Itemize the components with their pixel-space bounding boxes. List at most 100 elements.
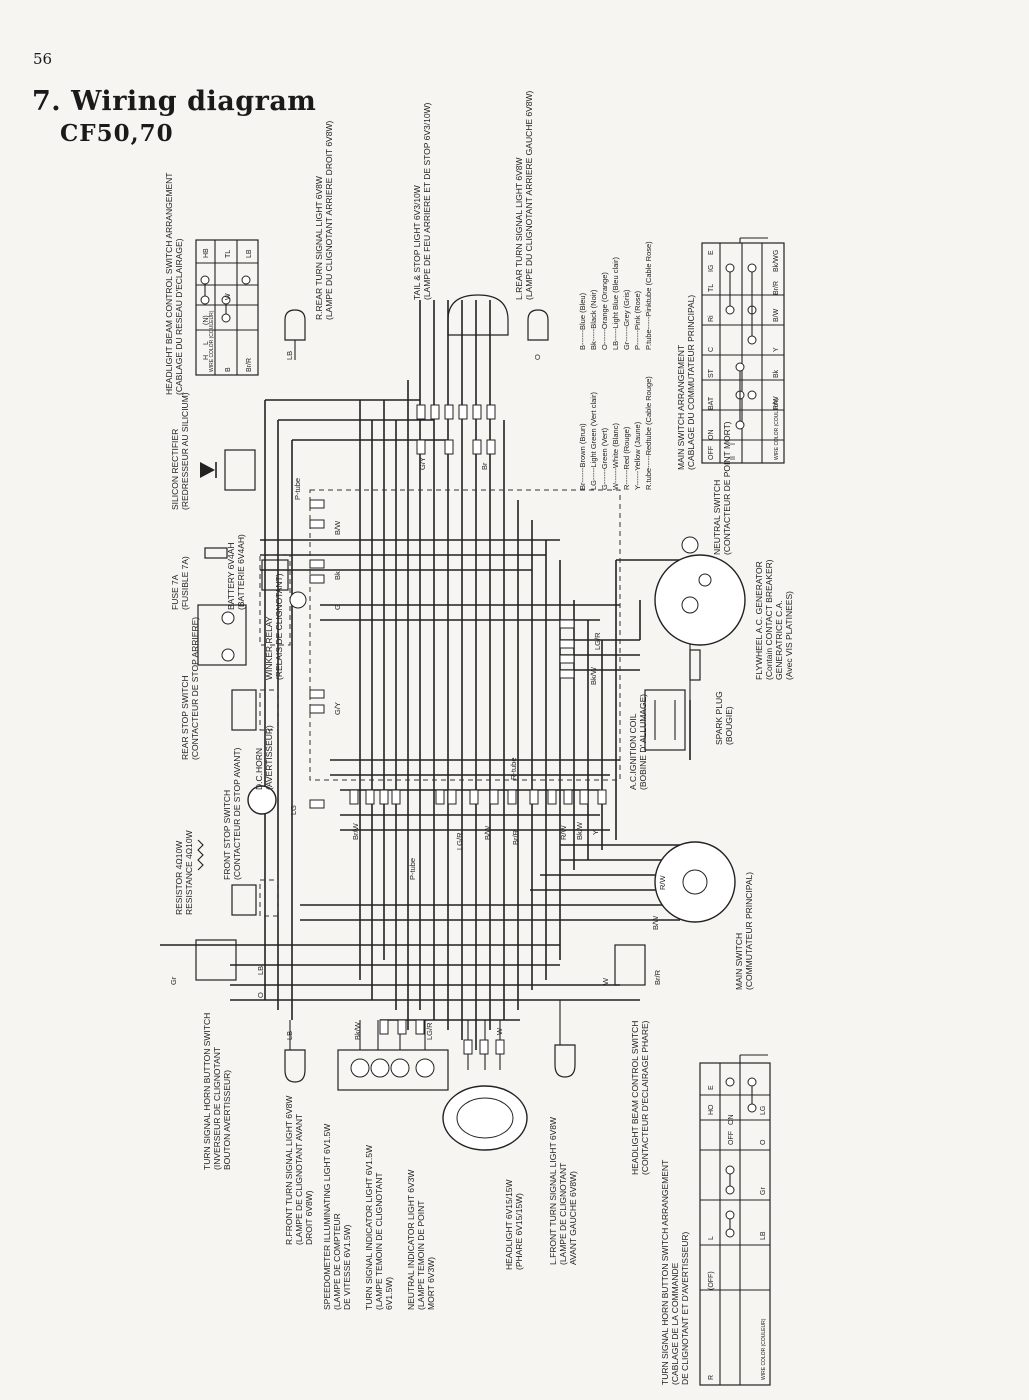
main-wire-1: Bk [773, 369, 780, 378]
label-tail-stop: TAIL & STOP LIGHT 6V3/10W (LAMPE DE FEU … [412, 102, 432, 300]
battery-line-1: BATTERY 6V4AH [226, 542, 236, 610]
label-neutral-indicator: NEUTRAL INDICATOR LIGHT 6V3W (LAMPE TEMO… [406, 1170, 436, 1310]
label-main-switch-arrangement: MAIN SWITCH ARRANGEMENT (CABLAGE DU COMM… [676, 295, 696, 470]
wire-harness [160, 300, 700, 1070]
main-arr-line-1: MAIN SWITCH ARRANGEMENT [676, 345, 686, 470]
flywheel-line-1: FLYWHEEL A.C. GENERATOR [754, 561, 764, 680]
flywheel-line-3: GENERATRICE C.A. [774, 600, 784, 680]
wire-tag: P-tube [293, 478, 302, 500]
wire-tag: R-tube [509, 757, 518, 780]
wire-tag: Bk/W [575, 821, 584, 840]
legend-left-1: LG-----Light Green (Vert clair) [589, 392, 598, 490]
label-silicon-rectifier: SILICON RECTIFIER (REDRESSEUR AU SILICIU… [170, 392, 190, 510]
legend-left-4: R------Red (Rouge) [622, 426, 631, 490]
wire-tag: LB [256, 966, 265, 975]
relay-line-2: (RELAIS DE CLIGNOTANT) [274, 573, 284, 680]
turn-ind-line-1: TURN SIGNAL INDICATOR LIGHT 6V1.5W [364, 1145, 374, 1310]
wire-tag: LG [289, 805, 298, 815]
wire-tag: B/W [483, 825, 492, 840]
main-row-1: I [730, 443, 737, 445]
beam-table-labels: HB TL LB H (N) L B Br/R W WIRE COLOR (CO… [203, 248, 253, 372]
spark-line-1: SPARK PLUG [714, 691, 724, 745]
rectifier-line-2: (REDRESSEUR AU SILICIUM) [180, 392, 190, 510]
main-wire-2: Y [773, 347, 780, 352]
horn-arr-line-3: DE CLIGNOTANT ET D'AVERTISSEUR) [680, 1231, 690, 1385]
component-symbols [195, 294, 746, 1151]
main-switch-line-2: (COMMUTATEUR PRINCIPAL) [744, 872, 754, 990]
page-number: 56 [33, 50, 53, 68]
main-wire-0: R/W [773, 396, 780, 410]
main-col-4: TL [708, 284, 715, 292]
legend-left-3: W------White (Blanc) [611, 423, 620, 490]
horn-row-0: OFF [728, 1131, 735, 1145]
tail-stop-line-1: TAIL & STOP LIGHT 6V3/10W [412, 185, 422, 300]
beam-row-0: H [203, 355, 210, 360]
horn-table-labels: R (OFF) L HO E OFF ON WIRE COLOR (COULEU… [708, 1085, 767, 1380]
wire-tag: Br/R [653, 969, 662, 985]
battery-line-2: (BATTERIE 6V4AH) [236, 534, 246, 610]
legend-right-5: P------Pink (Rose) [633, 290, 642, 350]
speedo-line-3: DE VITESSE 6V1.5W) [342, 1224, 352, 1310]
beam-wire-label: WIRE COLOR (COULEUR) [209, 310, 215, 372]
wire-tag: Bk/W [589, 666, 598, 685]
coil-line-1: A.C.IGNITION COIL [628, 713, 638, 790]
horn-line-1: D.C.HORN [254, 748, 264, 790]
beam-wire-2: W [225, 293, 232, 300]
flywheel-line-2: (Contain CONTACT BREAKER) [764, 559, 774, 680]
wire-color-tags: LB G/Y Br O P-tube B/W Bk G G/Y LG Br/W … [169, 351, 667, 1040]
legend-right-6: P.tube-----Pinktube (Cable Rose) [644, 241, 653, 350]
horn-col-4: E [708, 1085, 715, 1090]
main-row-0: OFF [708, 446, 715, 460]
wire-tag: Br/R [511, 829, 520, 845]
headlight-line-1: HEADLIGHT 6V15/15W [504, 1179, 514, 1270]
label-main-switch: MAIN SWITCH (COMMUTATEUR PRINCIPAL) [734, 872, 754, 990]
turn-ind-line-2: (LAMPE TEMOIN DE CLIGNOTANT [374, 1172, 384, 1310]
beam-wire-1: Br/R [246, 358, 253, 372]
main-wire-3: B/W [773, 308, 780, 322]
label-front-stop-switch: FRONT STOP SWITCH (CONTACTEUR DE STOP AV… [222, 747, 242, 880]
tail-stop-line-2: (LAMPE DE FEU ARRIERE ET DE STOP 6V3/10W… [422, 102, 432, 300]
headlight-line-2: (PHARE 6V15/15W) [514, 1193, 524, 1270]
horn-wire-1: Gr [760, 1187, 767, 1195]
label-turn-indicator: TURN SIGNAL INDICATOR LIGHT 6V1.5W (LAMP… [364, 1145, 394, 1310]
page-title: 7. Wiring diagram [32, 86, 317, 117]
label-beam-switch: HEADLIGHT BEAM CONTROL SWITCH (CONTACTEU… [630, 1020, 650, 1175]
label-fuse: FUSE 7A (FUSIBLE 7A) [170, 556, 190, 610]
front-turn-r-line-1: R.FRONT TURN SIGNAL LIGHT 6V8W [284, 1096, 294, 1245]
label-rear-turn-l: L.REAR TURN SIGNAL LIGHT 6V8W (LAMPE DU … [514, 90, 534, 300]
wire-tag: Bk/W [353, 1021, 362, 1040]
wire-tag: LB [285, 1031, 294, 1040]
main-table-labels: OFF I II ON BAT ST C Ri TL IG E WIRE COL… [708, 250, 780, 460]
wire-tag: LB [285, 351, 294, 360]
color-legend-right: B------Blue (Bleu) Bk-----Black (Noir) O… [578, 241, 653, 350]
label-flywheel: FLYWHEEL A.C. GENERATOR (Contain CONTACT… [754, 559, 794, 680]
horn-wire-2: O [760, 1139, 767, 1145]
label-ignition-coil: A.C.IGNITION COIL (BOBINE D' ALLUMAGE) [628, 694, 648, 790]
main-row-2: II [730, 456, 737, 460]
label-speedometer-light: SPEEDOMETER ILLUMINATING LIGHT 6V1.5W (L… [322, 1124, 352, 1310]
label-headlight-beam-arrangement: HEADLIGHT BEAM CONTROL SWITCH ARRANGEMEN… [164, 173, 184, 395]
label-headlight: HEADLIGHT 6V15/15W (PHARE 6V15/15W) [504, 1179, 524, 1270]
horn-col-1: (OFF) [708, 1271, 715, 1290]
label-rear-stop-switch: REAR STOP SWITCH (CONTACTEUR DE STOP ARR… [180, 617, 200, 760]
front-turn-r-line-2: (LAMPE DE CLIGNOTANT AVANT [294, 1114, 304, 1245]
wire-tag: Br/W [351, 822, 360, 840]
resistor-line-2: RESISTANCE 4Ω10W [184, 830, 194, 915]
wire-tag: P-tube [408, 858, 417, 880]
wire-tag: B/W [651, 915, 660, 930]
label-horn-arrangement: TURN SIGNAL HORN BUTTON SWITCH ARRANGEME… [660, 1160, 690, 1385]
front-stop-line-2: (CONTACTEUR DE STOP AVANT) [232, 747, 242, 880]
neutral-ind-line-3: MORT 6V3W) [426, 1257, 436, 1310]
main-col-1: ST [708, 368, 715, 378]
horn-col-0: R [708, 1375, 715, 1380]
label-horn-button: TURN SIGNAL HORN BUTTON SWITCH (INVERSEU… [202, 1013, 232, 1170]
front-turn-r-line-3: DROIT 6V8W) [304, 1190, 314, 1245]
wire-tag: G/Y [333, 702, 342, 715]
connectors [309, 404, 607, 1055]
wire-tag: G [333, 604, 342, 610]
beam-wire-0: B [225, 367, 232, 372]
beam-switch-line-1: HEADLIGHT BEAM CONTROL SWITCH [630, 1021, 640, 1175]
rear-stop-line-2: (CONTACTEUR DE STOP ARRIERE) [190, 617, 200, 760]
front-turn-l-line-3: AVANT GAUCHE 6V8W) [568, 1171, 578, 1265]
